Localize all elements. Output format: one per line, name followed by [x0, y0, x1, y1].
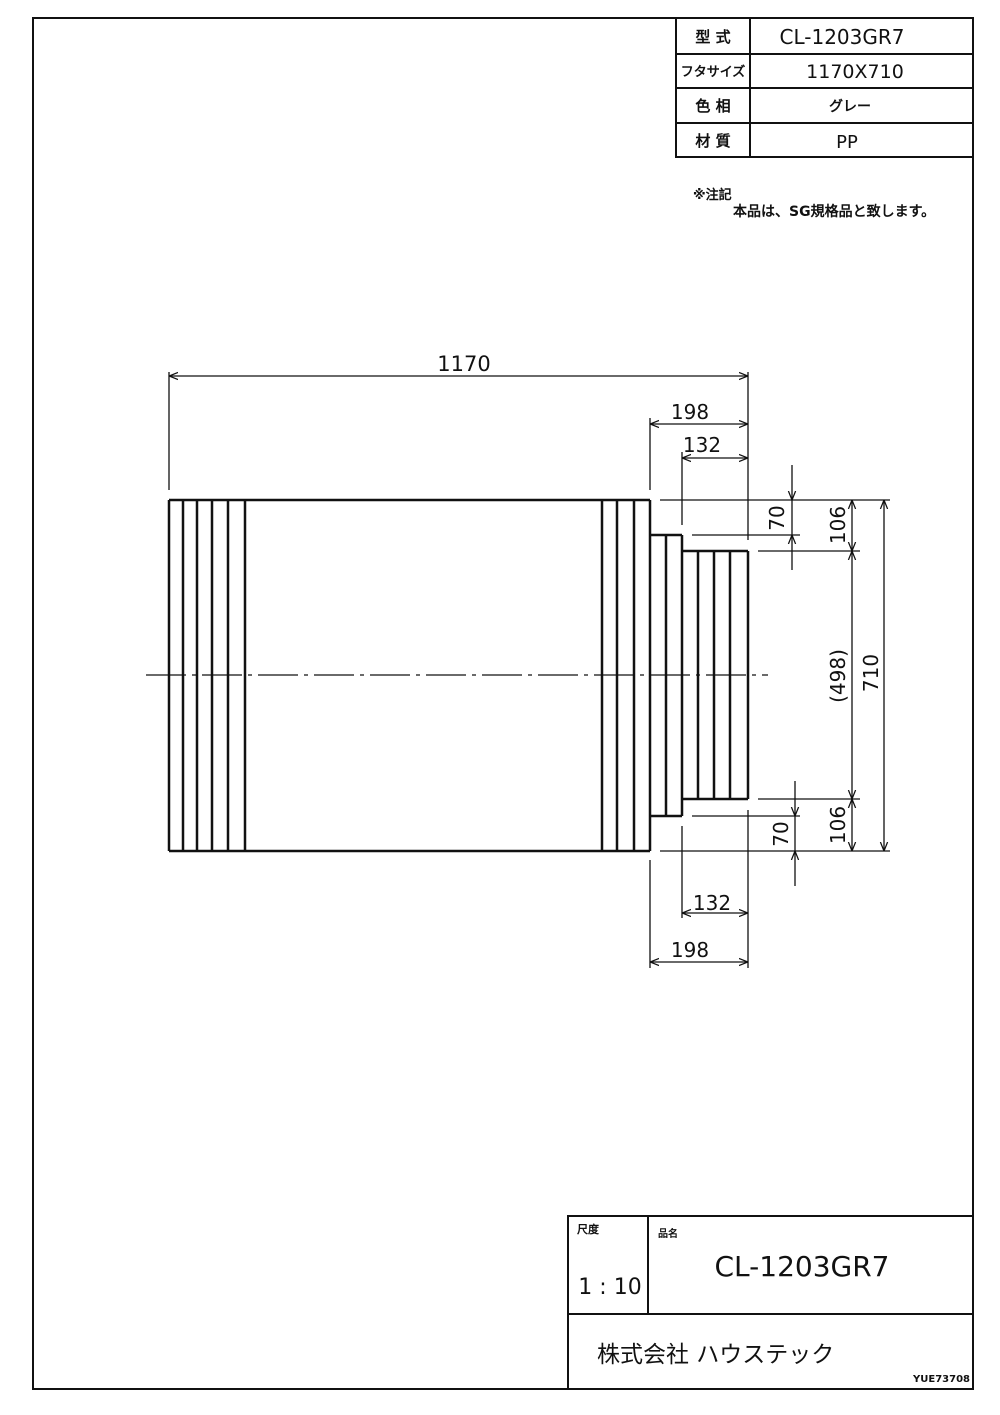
company-name: 株式会社 ハウステック	[597, 1342, 834, 1368]
dim-step-bottom-inner: 132	[693, 891, 731, 915]
dim-offset-bottom-small: 70	[769, 821, 793, 846]
drawing-number: YUE73708	[912, 1374, 970, 1385]
color-label: 色 相	[695, 97, 730, 115]
product-label: 品名	[658, 1227, 678, 1240]
scale-label: 尺度	[577, 1222, 600, 1236]
material-label: 材 質	[695, 132, 730, 150]
dim-offset-top-large: 106	[826, 506, 850, 544]
dim-step-top-inner: 132	[683, 433, 721, 457]
dim-overall-height: 710	[859, 654, 883, 692]
product-value: CL-1203GR7	[715, 1250, 890, 1283]
note-heading: ※注記	[693, 187, 732, 203]
dim-step-top-outer: 198	[671, 400, 709, 424]
dim-step-bottom-outer: 198	[671, 938, 709, 962]
dim-offset-top-small: 70	[765, 505, 789, 530]
lid-size-label: フタサイズ	[681, 64, 746, 80]
title-block	[567, 1215, 974, 1390]
drawing-frame	[32, 17, 974, 1390]
model-value: CL-1203GR7	[780, 25, 905, 49]
dim-overall-width: 1170	[437, 352, 490, 376]
material-value: PP	[836, 132, 858, 153]
extension-lines	[168, 372, 890, 968]
note-text: 本品は、SG規格品と致します。	[733, 203, 935, 220]
dim-offset-bottom-large: 106	[826, 806, 850, 844]
dim-inner-height: (498)	[826, 649, 850, 703]
spec-table	[675, 17, 974, 158]
color-value: グレー	[829, 98, 871, 115]
dimension-lines	[169, 376, 884, 962]
scale-value: 1 : 10	[578, 1275, 641, 1300]
lid-size-value: 1170X710	[806, 61, 904, 83]
model-label: 型 式	[695, 28, 730, 46]
